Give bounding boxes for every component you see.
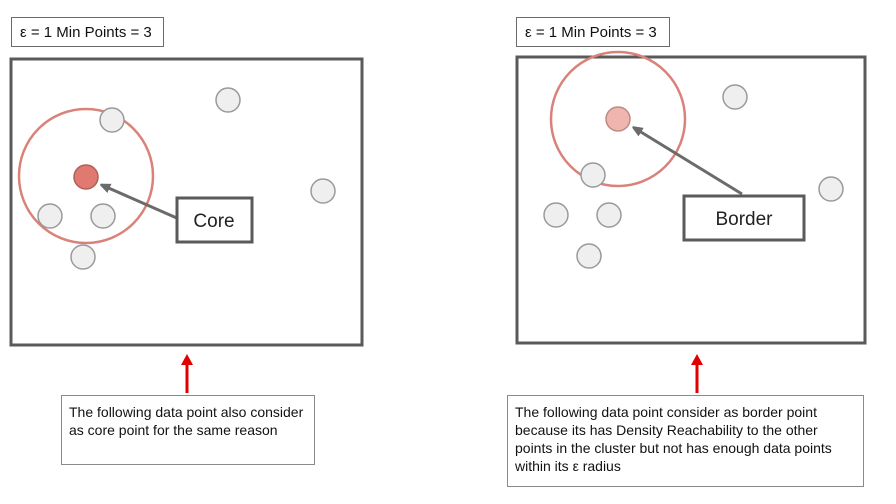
left-panel-frame	[9, 57, 364, 347]
data-point	[576, 243, 602, 269]
core-pointer-arrow	[104, 186, 180, 221]
core-point	[73, 164, 99, 190]
border-point	[605, 106, 631, 132]
core-explanation-note: The following data point also consider a…	[61, 395, 315, 465]
core-label-box	[175, 196, 254, 244]
epsilon-minpoints-label-left: ε = 1 Min Points = 3	[11, 17, 164, 47]
data-point	[543, 202, 569, 228]
data-point	[596, 202, 622, 228]
border-label: Border	[715, 209, 773, 230]
data-point	[37, 203, 63, 229]
border-explanation-note: The following data point consider as bor…	[507, 395, 864, 487]
data-point	[215, 87, 241, 113]
data-point	[90, 203, 116, 229]
right-panel-frame	[515, 55, 867, 345]
right-epsilon-circle	[549, 50, 687, 188]
data-point	[99, 107, 125, 133]
data-point	[580, 162, 606, 188]
left-epsilon-circle	[17, 107, 155, 245]
epsilon-minpoints-label-right: ε = 1 Min Points = 3	[516, 17, 670, 47]
core-label: Core	[193, 211, 234, 232]
data-point	[818, 176, 844, 202]
border-pointer-arrow	[636, 129, 743, 196]
border-label-box	[682, 194, 806, 242]
data-point	[310, 178, 336, 204]
data-point	[70, 244, 96, 270]
right-up-arrow-head	[691, 354, 703, 365]
data-point	[722, 84, 748, 110]
left-up-arrow-head	[181, 354, 193, 365]
